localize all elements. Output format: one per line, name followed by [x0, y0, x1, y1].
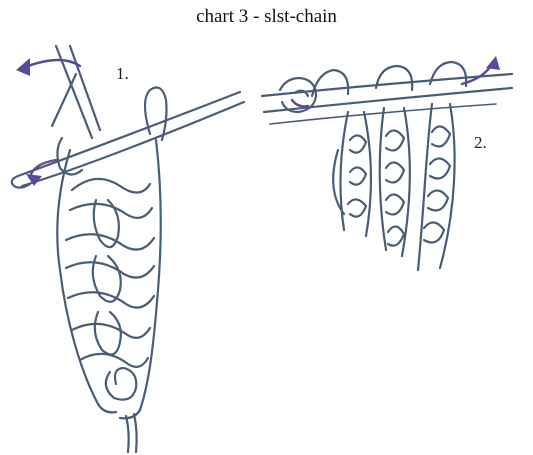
- figure-2-loop-2: [376, 66, 412, 90]
- figure-1-center-stitch-3: [95, 312, 121, 355]
- figure-1-tail-a: [126, 416, 129, 452]
- figure-2-col1-stitch-3: [348, 199, 366, 216]
- figure-2-loop-3: [430, 62, 466, 86]
- figure-1-hook-tip: [12, 176, 30, 188]
- figure-2-col2-stitch-3: [386, 194, 404, 214]
- figure-1-slst-chain: [12, 46, 244, 452]
- figure-1-hook-shaft-upper: [18, 92, 240, 176]
- figure-2-loop-1: [312, 70, 348, 96]
- figure-2-col1-stitch-1: [350, 135, 366, 152]
- figure-1-yarn-strand-c: [52, 74, 76, 126]
- figure-2-col1-stitch-2: [350, 167, 366, 184]
- figure-2-arrow-hook-tip: [292, 100, 308, 106]
- figure-1-bottom-knot: [106, 368, 136, 400]
- figure-1-chain-left-edge: [57, 150, 116, 412]
- figure-1-arrowhead-top: [16, 58, 30, 76]
- figure-1-loop-on-hook: [145, 88, 167, 140]
- figure-2-col3-stitch-3: [428, 190, 448, 210]
- figure-2-col3-stitch-4: [424, 222, 444, 242]
- figure-2-col3-stitch-2: [430, 158, 450, 178]
- figure-1-arrow-top: [28, 60, 80, 66]
- figure-1-hook-shaft-lower: [22, 102, 244, 186]
- figure-2-col3-stitch-1: [432, 126, 450, 146]
- figure-1-braid-1: [72, 179, 150, 193]
- figure-2-slst-chain: [262, 56, 512, 270]
- figure-1-braid-5: [68, 292, 154, 307]
- figure-2-column-3-left: [418, 104, 432, 270]
- figure-2-col2-stitch-2: [386, 162, 404, 182]
- figure-1-chain-right-edge: [120, 140, 161, 418]
- figure-1-braid-4: [66, 262, 154, 277]
- figure-2-column-3-right: [440, 104, 455, 268]
- figure-2-arrowhead-right: [486, 56, 500, 70]
- figure-2-column-2-left: [380, 108, 386, 250]
- figure-2-col2-stitch-1: [386, 130, 404, 150]
- figure-2-hook-head: [280, 78, 316, 112]
- figure-1-tail-b: [134, 414, 137, 452]
- figure-1-braid-6: [72, 324, 150, 338]
- figure-1-braid-2: [70, 204, 152, 218]
- figure-1-braid-7: [80, 354, 148, 367]
- figure-2-col2-stitch-4: [388, 226, 404, 245]
